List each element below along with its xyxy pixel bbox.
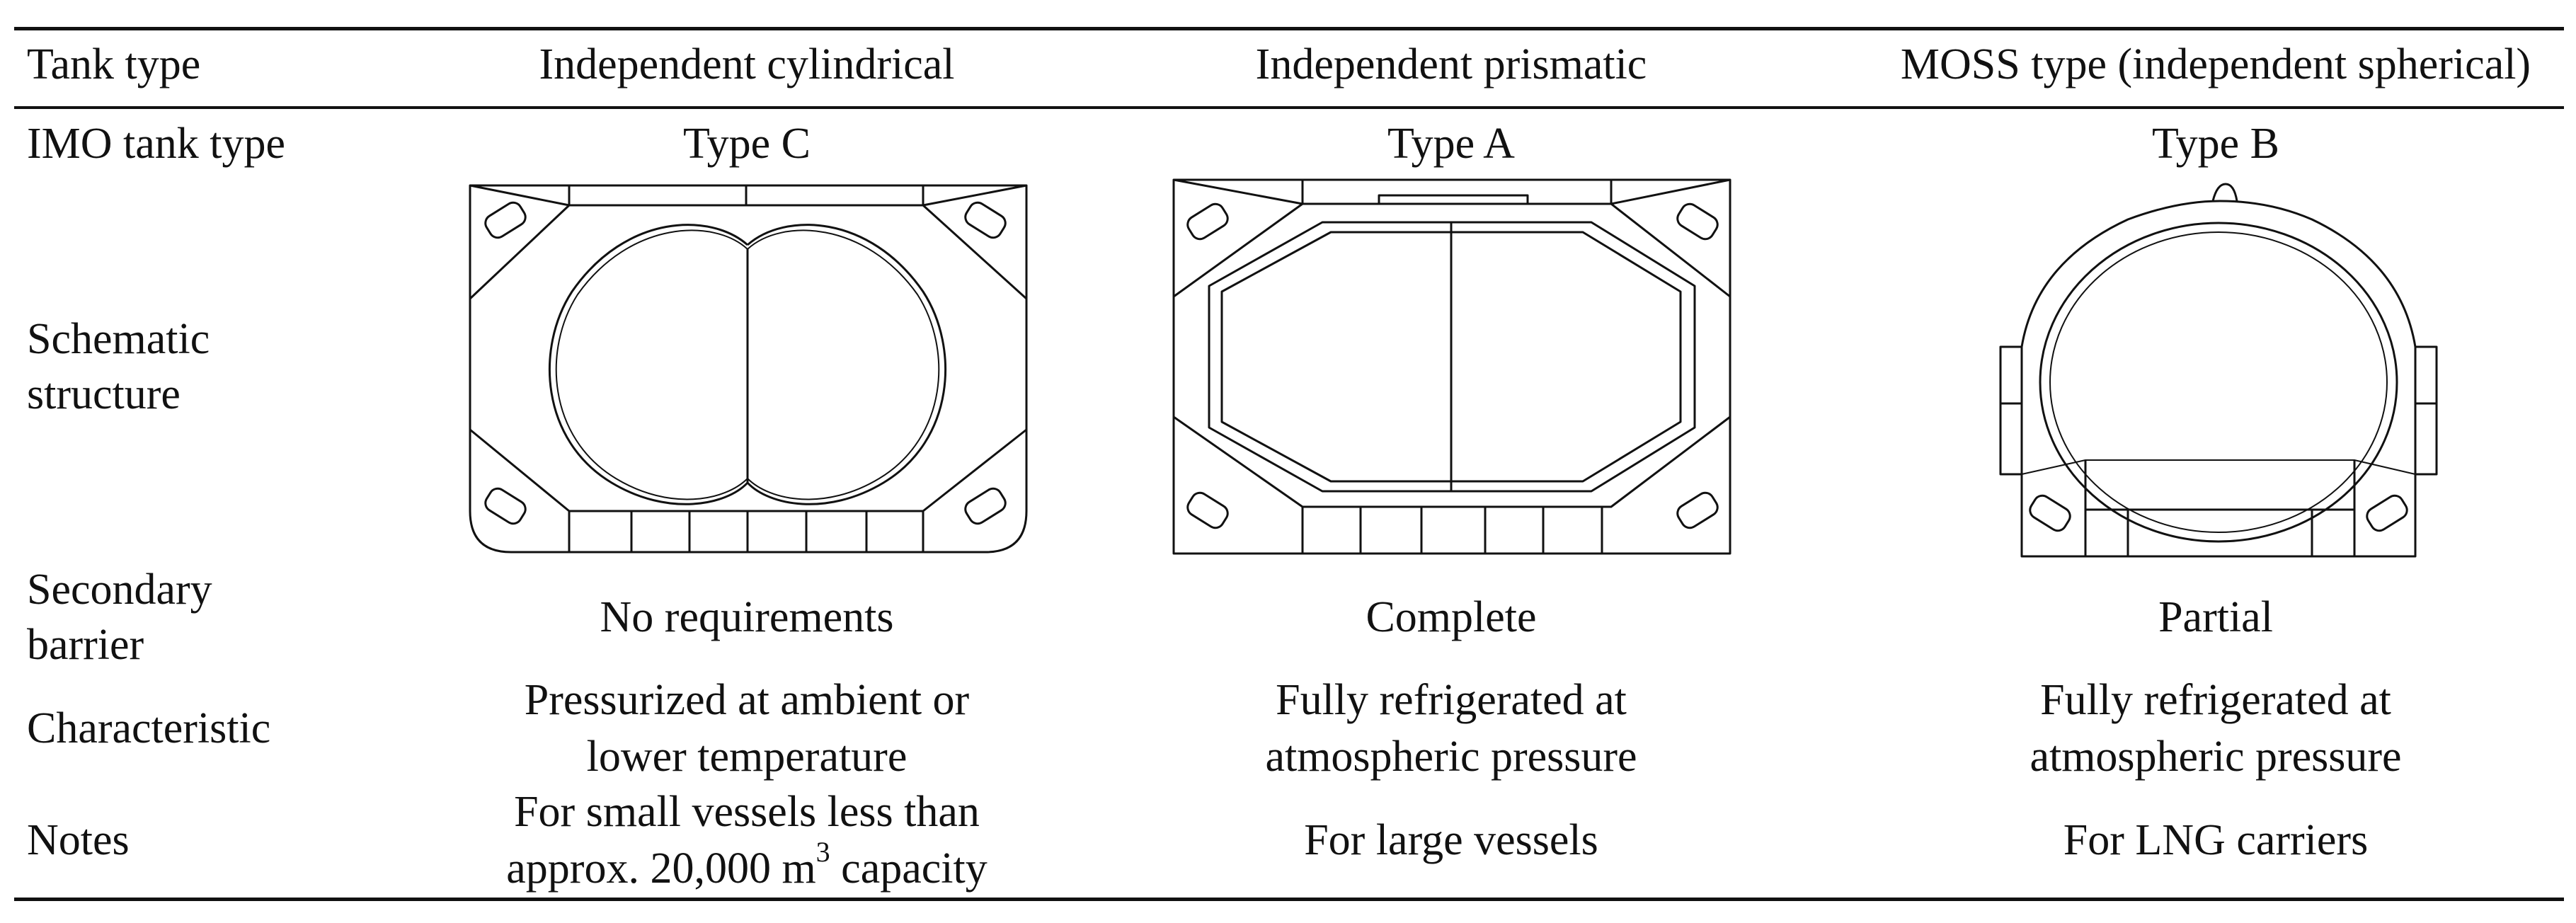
characteristic-col-prismatic-line2: atmospheric pressure bbox=[1265, 733, 1637, 781]
top-rule bbox=[14, 27, 2564, 30]
notes-capacity-suffix: capacity bbox=[830, 844, 988, 893]
secondary-label-line2: barrier bbox=[27, 621, 144, 669]
secondary-col-prismatic: Complete bbox=[1366, 593, 1537, 641]
header-rule bbox=[14, 106, 2564, 109]
notes-capacity-exponent: 3 bbox=[815, 836, 830, 868]
secondary-col-moss: Partial bbox=[2158, 593, 2273, 641]
notes-label: Notes bbox=[27, 816, 130, 864]
imo-col-cylindrical: Type C bbox=[683, 120, 811, 168]
imo-col-prismatic: Type A bbox=[1387, 120, 1515, 168]
characteristic-col-moss-line2: atmospheric pressure bbox=[2030, 733, 2402, 781]
characteristic-col-cylindrical-line2: lower temperature bbox=[586, 733, 908, 781]
characteristic-col-cylindrical-line1: Pressurized at ambient or bbox=[524, 676, 970, 724]
schematic-label-line1: Schematic bbox=[27, 315, 210, 363]
header-label: Tank type bbox=[27, 40, 201, 88]
bottom-rule bbox=[14, 898, 2564, 901]
imo-label: IMO tank type bbox=[27, 120, 286, 168]
secondary-col-cylindrical: No requirements bbox=[600, 593, 894, 641]
cylindrical-tank-schematic bbox=[469, 184, 1028, 554]
secondary-label-line1: Secondary bbox=[27, 566, 212, 614]
characteristic-col-moss-line1: Fully refrigerated at bbox=[2040, 676, 2391, 724]
schematic-label-line2: structure bbox=[27, 370, 181, 418]
notes-col-moss: For LNG carriers bbox=[2063, 816, 2369, 864]
prismatic-tank-schematic bbox=[1172, 178, 1731, 555]
characteristic-label: Characteristic bbox=[27, 704, 271, 752]
characteristic-col-prismatic-line1: Fully refrigerated at bbox=[1276, 676, 1627, 724]
moss-spherical-tank-schematic bbox=[1999, 183, 2438, 558]
imo-col-moss: Type B bbox=[2152, 120, 2279, 168]
notes-col-prismatic: For large vessels bbox=[1304, 816, 1598, 864]
notes-col-cylindrical-line1: For small vessels less than bbox=[514, 788, 980, 836]
notes-col-cylindrical-line2: approx. 20,000 m3 capacity bbox=[421, 838, 1072, 896]
header-col-moss: MOSS type (independent spherical) bbox=[1900, 40, 2531, 88]
header-col-prismatic: Independent prismatic bbox=[1255, 40, 1647, 88]
notes-capacity-value: approx. 20,000 m bbox=[506, 844, 816, 893]
header-col-cylindrical: Independent cylindrical bbox=[539, 40, 955, 88]
